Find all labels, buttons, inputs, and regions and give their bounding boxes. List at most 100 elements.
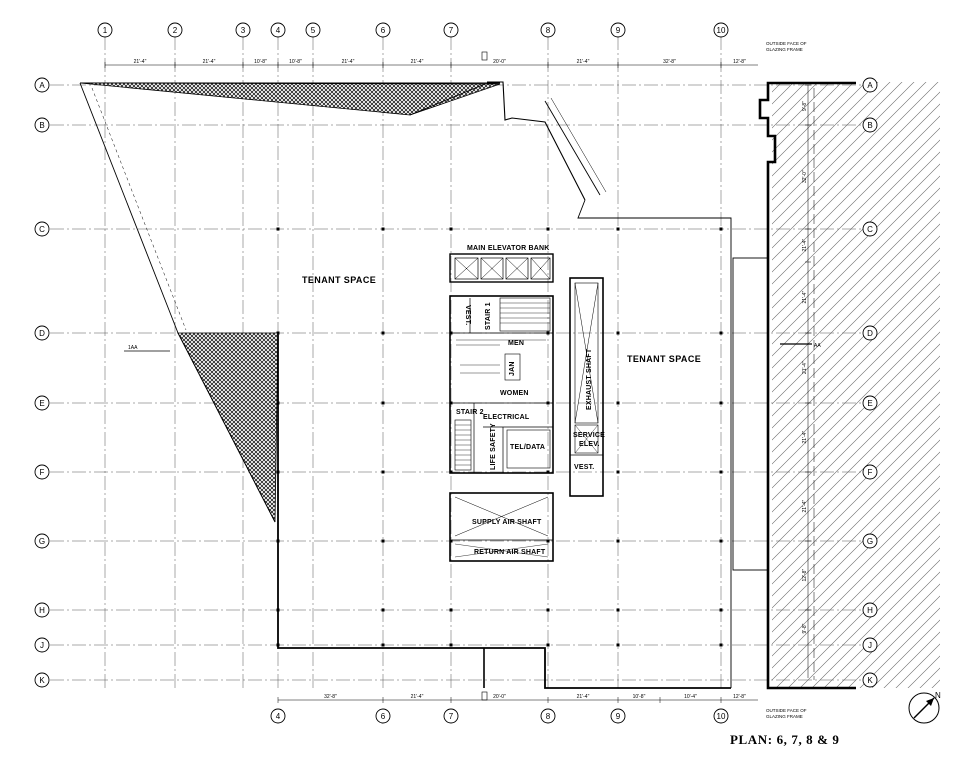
grid-bubble-col-top-8: 8 [540, 22, 556, 38]
grid-bubble-col-top-2: 2 [167, 22, 183, 38]
column-marker [449, 227, 453, 231]
grid-bubble-row-right-H: H [862, 602, 878, 618]
svg-text:A: A [867, 81, 873, 90]
svg-text:J: J [40, 641, 44, 650]
tenant-space-right-label: TENANT SPACE [627, 354, 701, 364]
grid-bubble-col-bottom-9: 9 [610, 708, 626, 724]
grid-bubble-col-top-10: 10 [713, 22, 729, 38]
column-marker [616, 401, 620, 405]
svg-text:5: 5 [311, 26, 316, 35]
dim-label-bottom: 10'-4" [684, 694, 697, 700]
hatched-wedge-top [79, 82, 501, 116]
grid-bubble-row-left-J: J [34, 637, 50, 653]
svg-text:10: 10 [717, 26, 726, 35]
grid-bubble-row-left-C: C [34, 221, 50, 237]
tel-data-label: TEL/DATA [510, 444, 545, 451]
dim-label-bottom: 21'-4" [411, 694, 424, 700]
grid-bubble-row-left-K: K [34, 672, 50, 688]
svg-text:H: H [39, 606, 45, 615]
svg-text:6: 6 [381, 26, 386, 35]
dim-label-top: 10'-8" [254, 59, 267, 65]
dim-label-top: 21'-4" [342, 59, 355, 65]
column-marker [381, 331, 385, 335]
dim-label-right: 12'-8" [802, 569, 808, 582]
grid-bubble-col-top-5: 5 [305, 22, 321, 38]
grid-bubble-col-bottom-4: 4 [270, 708, 286, 724]
svg-text:1: 1 [103, 26, 108, 35]
dim-label-right: 9'-8" [802, 623, 808, 633]
dim-label-top: 21'-4" [134, 59, 147, 65]
svg-text:7: 7 [449, 712, 454, 721]
vest-2-label: VEST. [574, 464, 594, 471]
column-marker [381, 608, 385, 612]
column-marker [449, 643, 453, 647]
svg-text:H: H [867, 606, 873, 615]
stair-1-label: STAIR 1 [485, 302, 492, 330]
column-marker [449, 608, 453, 612]
grid-bubble-row-left-A: A [34, 77, 50, 93]
svg-text:B: B [867, 121, 872, 130]
section-label-left: 1AA [128, 345, 138, 351]
svg-text:J: J [868, 641, 872, 650]
grid-bubble-row-left-H: H [34, 602, 50, 618]
north-arrow-label: N [935, 691, 941, 700]
svg-text:A: A [39, 81, 45, 90]
column-marker [381, 227, 385, 231]
grid-bubble-col-top-4: 4 [270, 22, 286, 38]
plan-title: PLAN: 6, 7, 8 & 9 [730, 732, 840, 747]
dim-label-right: 21'-4" [802, 431, 808, 444]
building-outline [79, 81, 769, 689]
dim-label-top: 32'-8" [663, 59, 676, 65]
svg-text:7: 7 [449, 26, 454, 35]
dim-label-top: 21'-4" [203, 59, 216, 65]
grid-bubble-col-top-9: 9 [610, 22, 626, 38]
grid-bubble-col-top-7: 7 [443, 22, 459, 38]
stair-2-label: STAIR 2 [456, 409, 484, 416]
grid-bubble-row-right-D: D [862, 325, 878, 341]
column-marker [546, 470, 550, 474]
adjacent-building-hatch [758, 81, 940, 690]
grid-bubble-col-bottom-8: 8 [540, 708, 556, 724]
svg-text:G: G [867, 537, 873, 546]
grid-bubble-row-right-B: B [862, 117, 878, 133]
north-arrow-icon: N [908, 691, 941, 724]
service-elev-label-line1: SERVICE [573, 432, 605, 439]
grid-bubble-col-bottom-6: 6 [375, 708, 391, 724]
grid-bubble-row-left-D: D [34, 325, 50, 341]
grid-bubble-row-right-F: F [862, 464, 878, 480]
grid-bubble-row-right-G: G [862, 533, 878, 549]
grid-bubble-row-left-F: F [34, 464, 50, 480]
section-label-right: AA [814, 343, 821, 349]
grid-bubble-col-top-3: 3 [235, 22, 251, 38]
dim-label-right: 32'-0" [802, 170, 808, 183]
column-marker [546, 539, 550, 543]
grid-bubble-row-right-C: C [862, 221, 878, 237]
return-air-shaft-label: RETURN AIR SHAFT [474, 549, 546, 556]
column-marker [616, 470, 620, 474]
grid-bubble-row-right-A: A [862, 77, 878, 93]
vest-1-label: VEST. [464, 305, 471, 325]
column-marker [546, 643, 550, 647]
grid-bubble-row-right-J: J [862, 637, 878, 653]
svg-text:9: 9 [616, 26, 621, 35]
svg-text:G: G [39, 537, 45, 546]
grid-bubble-col-bottom-10: 10 [713, 708, 729, 724]
dim-label-right: 21'-4" [802, 291, 808, 304]
service-elev-label-line2: ELEV. [579, 441, 600, 448]
svg-text:10: 10 [717, 712, 726, 721]
column-marker [546, 227, 550, 231]
dim-label-right: 21'-4" [802, 239, 808, 252]
grid-bubble-col-top-1: 1 [97, 22, 113, 38]
grid-bubble-row-right-E: E [862, 395, 878, 411]
svg-text:E: E [867, 399, 872, 408]
dim-label-bottom: 10'-8" [633, 694, 646, 700]
column-marker [616, 331, 620, 335]
column-marker [616, 227, 620, 231]
column-marker [381, 539, 385, 543]
exhaust-shaft-label: EXHAUST SHAFT [586, 348, 593, 410]
grid-lines [50, 36, 866, 690]
svg-text:9: 9 [616, 712, 621, 721]
dim-label-top: 21'-4" [411, 59, 424, 65]
svg-text:3: 3 [241, 26, 246, 35]
